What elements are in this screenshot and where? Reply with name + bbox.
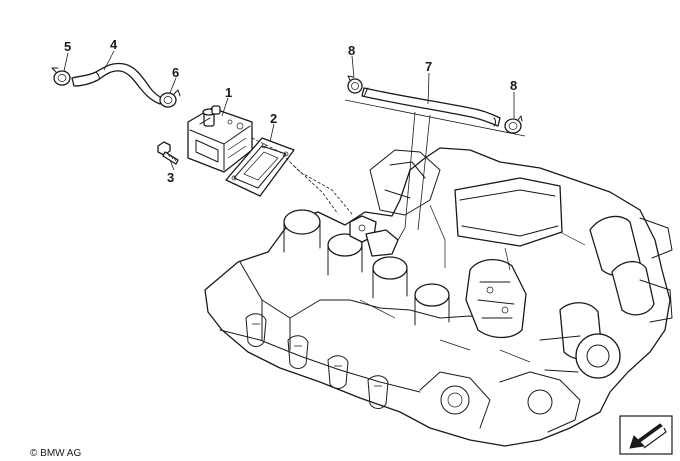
callout-8-left: 8 <box>348 43 355 58</box>
clamp-part-8-right <box>504 115 523 134</box>
callout-8-right: 8 <box>510 78 517 93</box>
leader-lines <box>63 50 526 241</box>
arrow-down-left-icon[interactable] <box>619 415 673 455</box>
oil-separator-part-1 <box>187 105 253 173</box>
hose-part-4 <box>71 62 163 105</box>
copyright-text: © BMW AG <box>30 448 81 459</box>
callouts: 5 4 6 1 2 3 8 7 8 <box>64 37 517 185</box>
clamp-part-5 <box>51 67 71 86</box>
callout-5: 5 <box>64 39 71 54</box>
callout-3: 3 <box>167 170 174 185</box>
hose-part-7 <box>361 87 501 127</box>
callout-4: 4 <box>110 37 118 52</box>
engine-block <box>204 147 673 447</box>
callout-7: 7 <box>425 59 432 74</box>
callout-6: 6 <box>172 65 179 80</box>
clamp-part-8-left <box>347 75 363 94</box>
callout-1: 1 <box>225 85 232 100</box>
gasket-part-2 <box>225 137 295 197</box>
callout-2: 2 <box>270 111 277 126</box>
bolt-part-3 <box>157 141 179 165</box>
clamp-part-6 <box>159 89 181 108</box>
